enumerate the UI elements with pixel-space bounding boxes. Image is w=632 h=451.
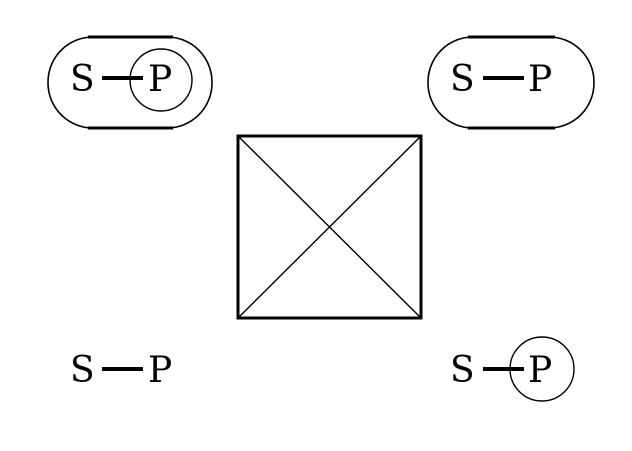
- label-s: S: [70, 350, 95, 391]
- label-s: S: [450, 59, 475, 100]
- label-p: P: [528, 59, 552, 100]
- group-bottom-right: S P: [450, 336, 575, 402]
- group-top-right: S P: [427, 35, 595, 130]
- crossed-square: [236, 134, 423, 320]
- label-p: P: [148, 59, 172, 100]
- group-top-left: S P: [47, 35, 213, 130]
- label-p: P: [528, 350, 552, 391]
- label-s: S: [70, 59, 95, 100]
- label-p: P: [148, 350, 172, 391]
- label-s: S: [450, 350, 475, 391]
- group-bottom-left: S P: [70, 350, 172, 391]
